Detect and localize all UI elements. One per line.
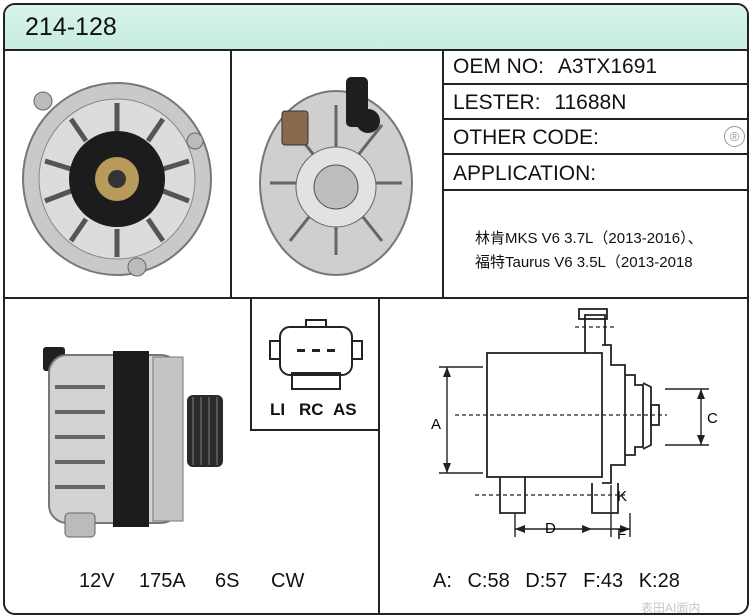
dim-label-k: K — [617, 488, 627, 505]
alternator-rear-photo — [259, 77, 413, 276]
rotation-value: CW — [271, 570, 305, 592]
voltage-value: 12V — [79, 570, 115, 592]
lester-value: 11688N — [554, 91, 627, 114]
pulley-value: 6S — [215, 570, 240, 592]
watermark-text: 表田AI面内 — [641, 601, 701, 615]
application-row: APPLICATION: — [453, 162, 596, 186]
dim-value-f: F:43 — [583, 570, 624, 592]
registered-mark-icon: ® — [724, 126, 745, 147]
divider — [250, 297, 252, 431]
dim-label-c: C — [707, 410, 718, 427]
divider — [442, 189, 747, 191]
oem-label: OEM NO: — [453, 55, 545, 78]
connector-plug-diagram — [269, 319, 363, 390]
other-code-row: OTHER CODE: — [453, 126, 599, 150]
application-line-2: 福特Taurus V6 3.5L（2013-2018 — [475, 254, 693, 271]
pin-label-as: AS — [333, 400, 357, 419]
alternator-front-photo — [22, 82, 212, 277]
divider — [250, 429, 380, 431]
part-number: 214-128 — [25, 13, 117, 41]
divider — [442, 153, 747, 155]
dim-value-a: A: — [433, 570, 452, 592]
other-code-label: OTHER CODE: — [453, 126, 599, 149]
dim-value-d: D:57 — [525, 570, 568, 592]
lester-row: LESTER: 11688N — [453, 91, 626, 115]
oem-row: OEM NO: A3TX1691 — [453, 55, 657, 79]
dim-value-k: K:28 — [638, 570, 680, 592]
dim-value-c: C:58 — [467, 570, 510, 592]
alternator-side-photo — [43, 347, 223, 538]
divider — [442, 83, 747, 85]
dim-label-a: A — [431, 416, 441, 433]
product-sheet: 214-128 OEM NO: A3TX1691 LESTER: 11688N … — [3, 3, 749, 615]
divider — [378, 297, 380, 613]
amperage-value: 175A — [139, 570, 186, 592]
oem-value: A3TX1691 — [557, 55, 658, 78]
pin-label-li: LI — [270, 400, 286, 419]
dimension-values: A: C:58 D:57 F:43 K:28 — [433, 570, 690, 593]
application-line-1: 林肯MKS V6 3.7L（2013-2016）、 — [475, 230, 703, 247]
lester-label: LESTER: — [453, 91, 541, 114]
dim-label-f: F — [617, 526, 626, 543]
dim-label-d: D — [545, 520, 556, 537]
divider — [230, 49, 232, 299]
divider — [442, 118, 747, 120]
header-bar: 214-128 — [5, 5, 747, 51]
divider — [5, 297, 747, 299]
pin-label-rc: RC — [299, 400, 324, 419]
dimension-drawing: A C D F K — [431, 308, 718, 543]
application-label: APPLICATION: — [453, 162, 597, 185]
divider — [442, 49, 444, 299]
